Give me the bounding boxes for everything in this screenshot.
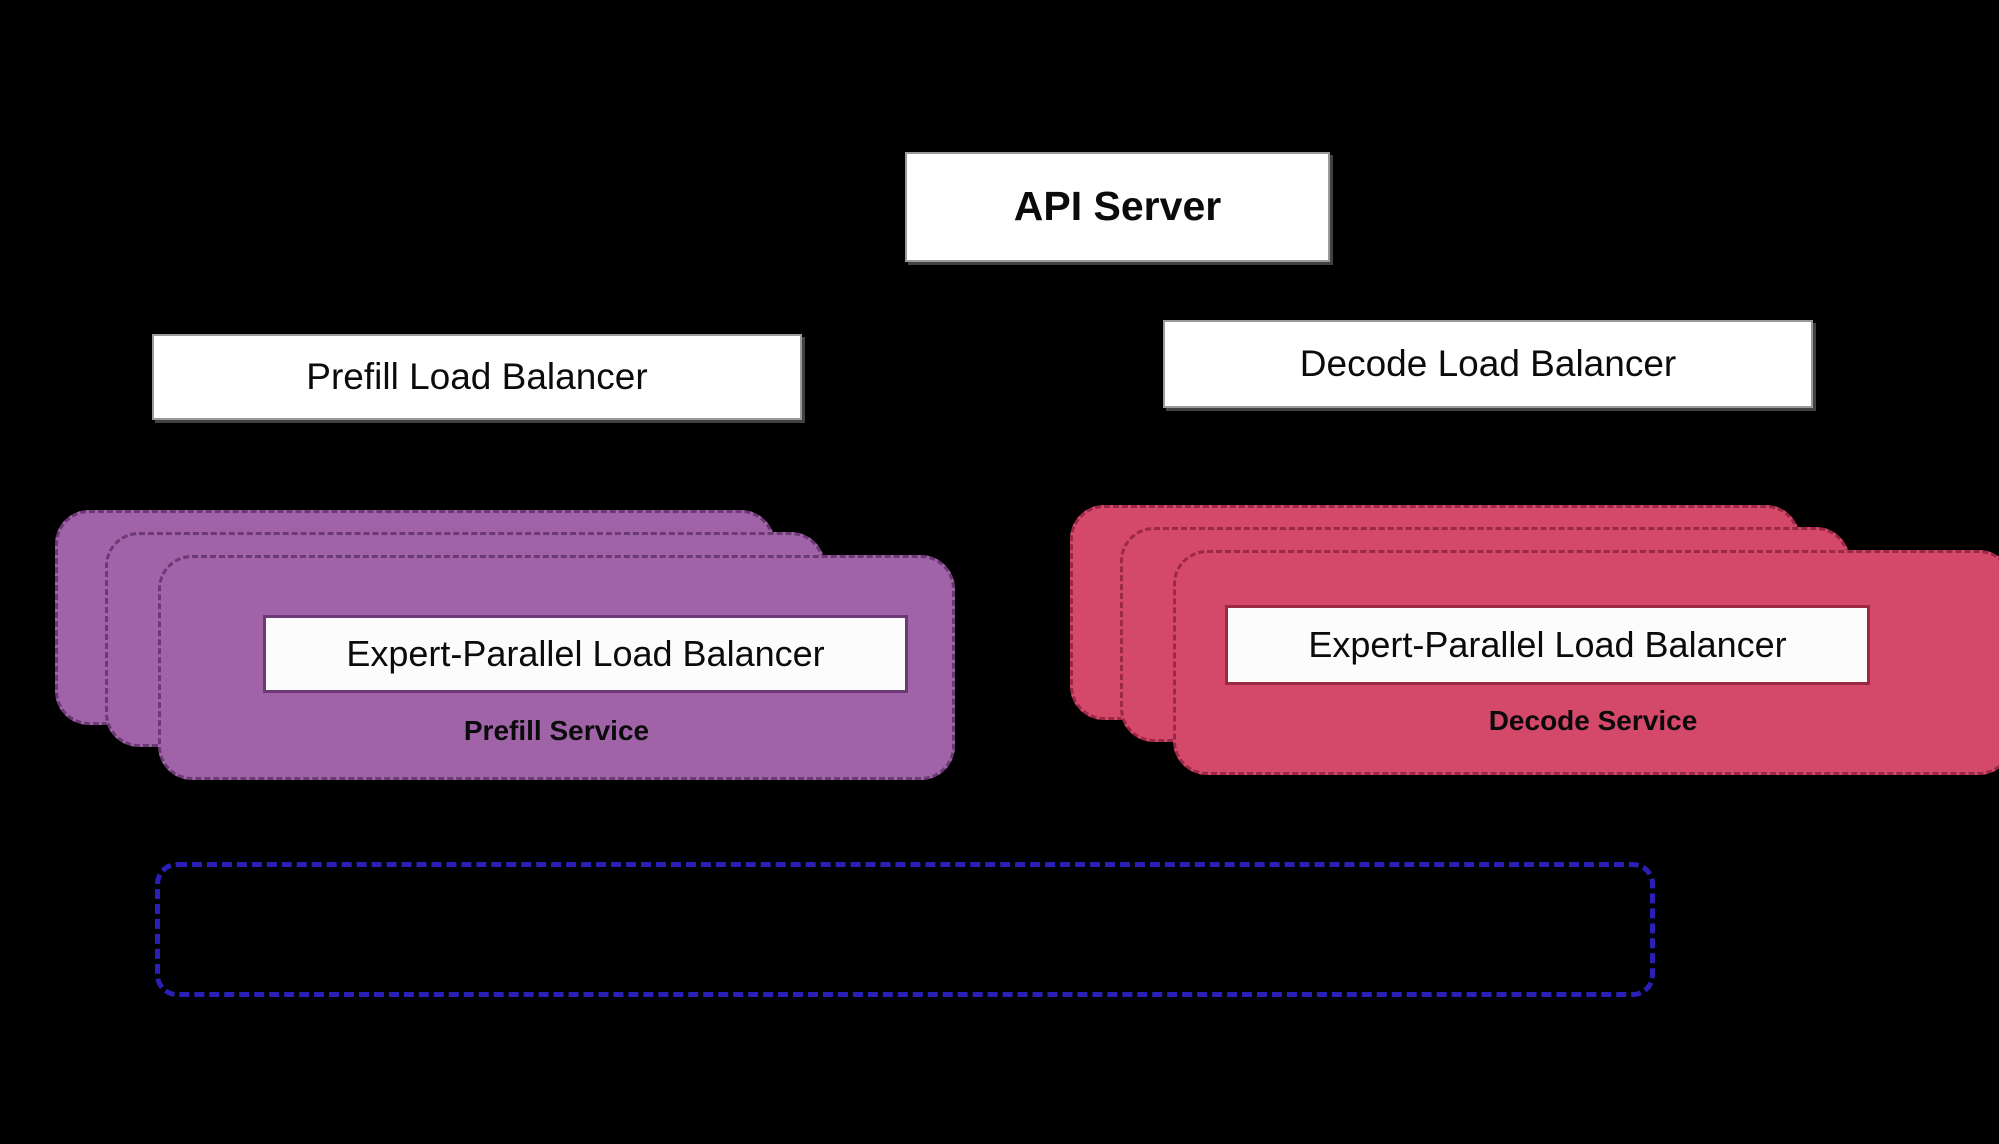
bottom-container-content bbox=[160, 867, 1650, 992]
prefill-load-balancer-label: Prefill Load Balancer bbox=[306, 355, 648, 397]
edge-api-to-prefill-lb bbox=[476, 205, 905, 331]
prefill-expert-parallel-load-balancer[interactable]: Expert-Parallel Load Balancer bbox=[263, 615, 908, 693]
prefill-expert-parallel-label: Expert-Parallel Load Balancer bbox=[346, 633, 825, 674]
prefill-load-balancer-node[interactable]: Prefill Load Balancer bbox=[152, 334, 802, 420]
prefill-service-caption: Prefill Service bbox=[463, 715, 650, 746]
prefill-service-group[interactable]: Expert-Parallel Load Balancer Prefill Se… bbox=[55, 510, 955, 780]
decode-service-group[interactable]: Expert-Parallel Load Balancer Decode Ser… bbox=[1070, 505, 1999, 775]
decode-load-balancer-label: Decode Load Balancer bbox=[1299, 342, 1677, 384]
decode-load-balancer-node[interactable]: Decode Load Balancer bbox=[1163, 320, 1813, 408]
api-server-label: API Server bbox=[1013, 183, 1222, 230]
decode-expert-parallel-load-balancer[interactable]: Expert-Parallel Load Balancer bbox=[1225, 605, 1870, 685]
api-server-node[interactable]: API Server bbox=[905, 152, 1330, 262]
bottom-dashed-container[interactable] bbox=[155, 862, 1655, 997]
decode-service-caption: Decode Service bbox=[1488, 705, 1698, 736]
decode-expert-parallel-label: Expert-Parallel Load Balancer bbox=[1308, 624, 1787, 665]
